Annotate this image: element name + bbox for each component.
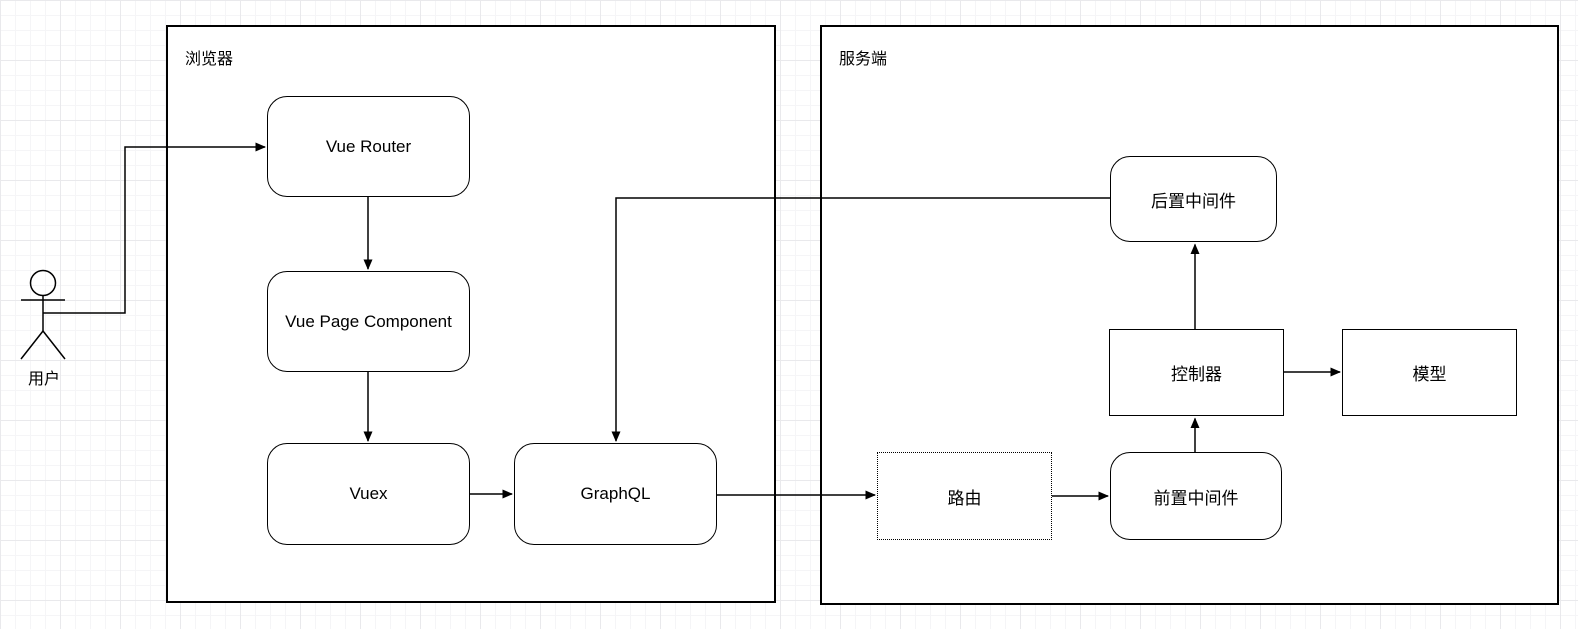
node-controller-label: 控制器 bbox=[1171, 365, 1222, 384]
node-graphql[interactable]: GraphQL bbox=[514, 443, 717, 545]
node-vue-page-component[interactable]: Vue Page Component bbox=[267, 271, 470, 372]
node-vue-router-label: Vue Router bbox=[325, 136, 412, 156]
node-vuex-label: Vuex bbox=[349, 484, 388, 503]
node-vuex[interactable]: Vuex bbox=[267, 443, 470, 545]
node-model[interactable]: 模型 bbox=[1342, 329, 1517, 416]
actor-user-figure[interactable] bbox=[20, 269, 66, 360]
node-graphql-label: GraphQL bbox=[580, 484, 651, 503]
container-browser-label: 浏览器 bbox=[185, 51, 234, 68]
node-post-middleware-label: 后置中间件 bbox=[1151, 191, 1236, 211]
node-vue-router[interactable]: Vue Router bbox=[267, 96, 470, 197]
edge-post-middleware-to-graphql[interactable] bbox=[611, 197, 1110, 442]
node-pre-middleware-label: 前置中间件 bbox=[1153, 488, 1239, 508]
node-post-middleware[interactable]: 后置中间件 bbox=[1110, 156, 1277, 242]
node-model-label: 模型 bbox=[1412, 365, 1447, 384]
node-controller[interactable]: 控制器 bbox=[1109, 329, 1284, 416]
edge-user-to-vue-router[interactable] bbox=[43, 142, 266, 314]
node-pre-middleware[interactable]: 前置中间件 bbox=[1110, 452, 1282, 540]
node-route[interactable]: 路由 bbox=[877, 452, 1052, 540]
container-server-label: 服务端 bbox=[839, 51, 888, 68]
node-route-label: 路由 bbox=[947, 488, 982, 508]
node-vue-page-component-label: Vue Page Component bbox=[285, 311, 452, 331]
actor-user-label: 用户 bbox=[27, 371, 60, 388]
